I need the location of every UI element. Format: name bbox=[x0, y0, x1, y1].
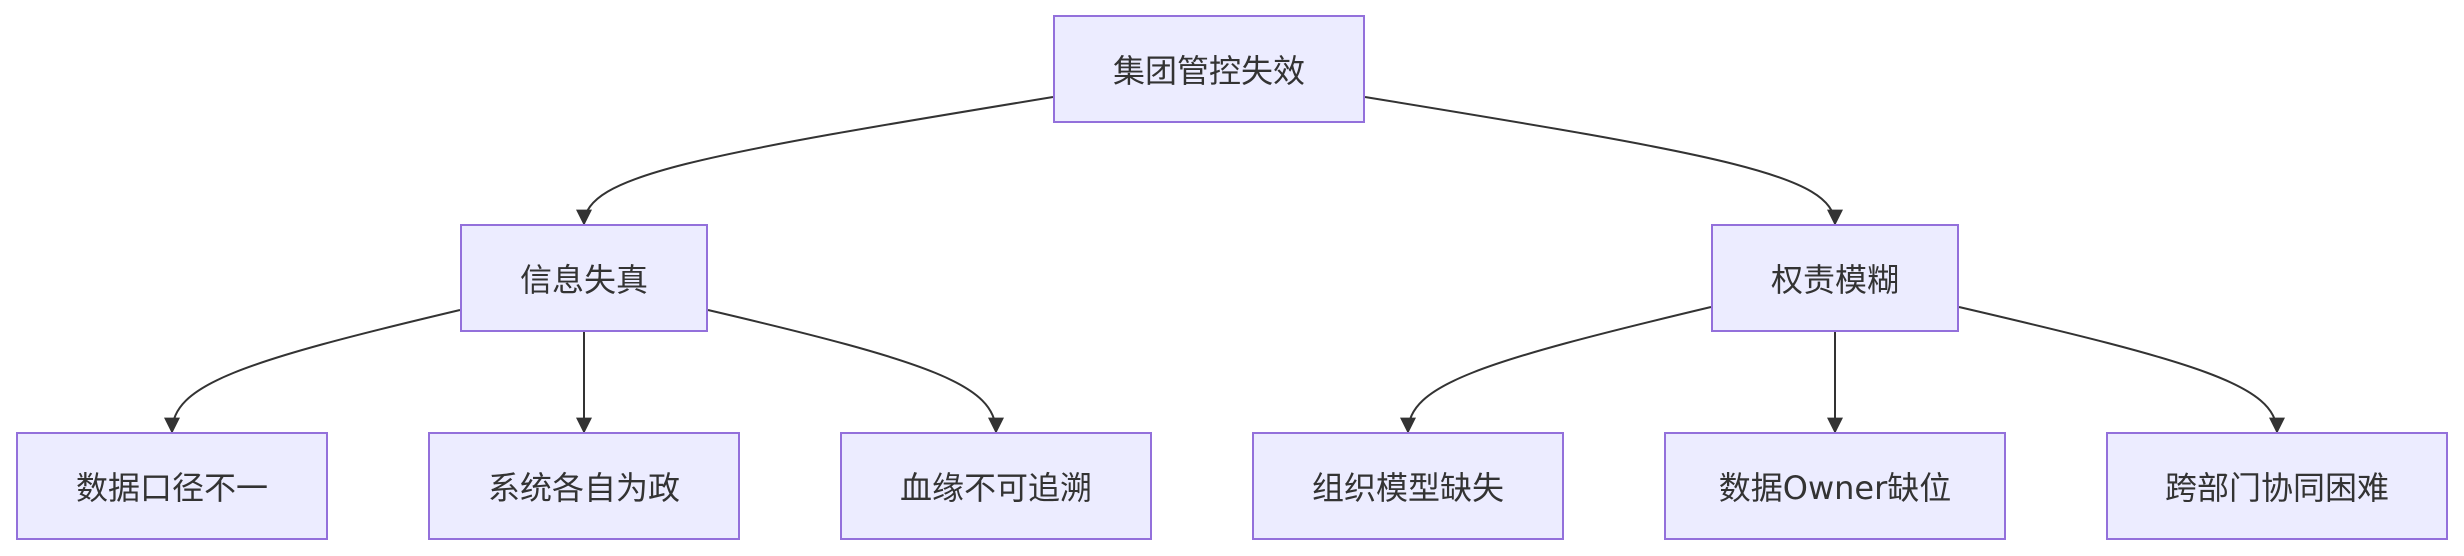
leaf-node-label: 组织模型缺失 bbox=[1311, 469, 1504, 507]
edge-info-to-leaf-3 bbox=[707, 309, 1004, 434]
branch-node-unclear-responsibility: 权责模糊 bbox=[1711, 224, 1959, 332]
branch-node-label: 信息失真 bbox=[519, 261, 648, 299]
branch-node-info-distortion: 信息失真 bbox=[460, 224, 708, 332]
leaf-node-untraceable-lineage: 血缘不可追溯 bbox=[840, 432, 1152, 540]
branch-node-label: 权责模糊 bbox=[1770, 261, 1899, 299]
leaf-node-label: 跨部门协同困难 bbox=[2164, 469, 2389, 507]
leaf-node-label: 血缘不可追溯 bbox=[899, 469, 1092, 507]
leaf-node-missing-org-model: 组织模型缺失 bbox=[1252, 432, 1564, 540]
edge-root-to-responsibility bbox=[1364, 96, 1843, 226]
leaf-node-cross-dept-collaboration: 跨部门协同困难 bbox=[2106, 432, 2448, 540]
leaf-node-siloed-systems: 系统各自为政 bbox=[428, 432, 740, 540]
root-node-label: 集团管控失效 bbox=[1112, 52, 1305, 90]
root-node: 集团管控失效 bbox=[1053, 15, 1365, 123]
leaf-node-label: 数据Owner缺位 bbox=[1718, 469, 1952, 507]
leaf-node-label: 系统各自为政 bbox=[487, 469, 680, 507]
leaf-node-inconsistent-metrics: 数据口径不一 bbox=[16, 432, 328, 540]
leaf-node-missing-data-owner: 数据Owner缺位 bbox=[1664, 432, 2006, 540]
edge-info-to-leaf-1 bbox=[164, 309, 461, 434]
edge-root-to-info bbox=[576, 96, 1054, 226]
edge-responsibility-to-leaf-4 bbox=[1400, 306, 1712, 434]
leaf-node-label: 数据口径不一 bbox=[75, 469, 268, 507]
edge-responsibility-to-leaf-6 bbox=[1958, 306, 2285, 434]
